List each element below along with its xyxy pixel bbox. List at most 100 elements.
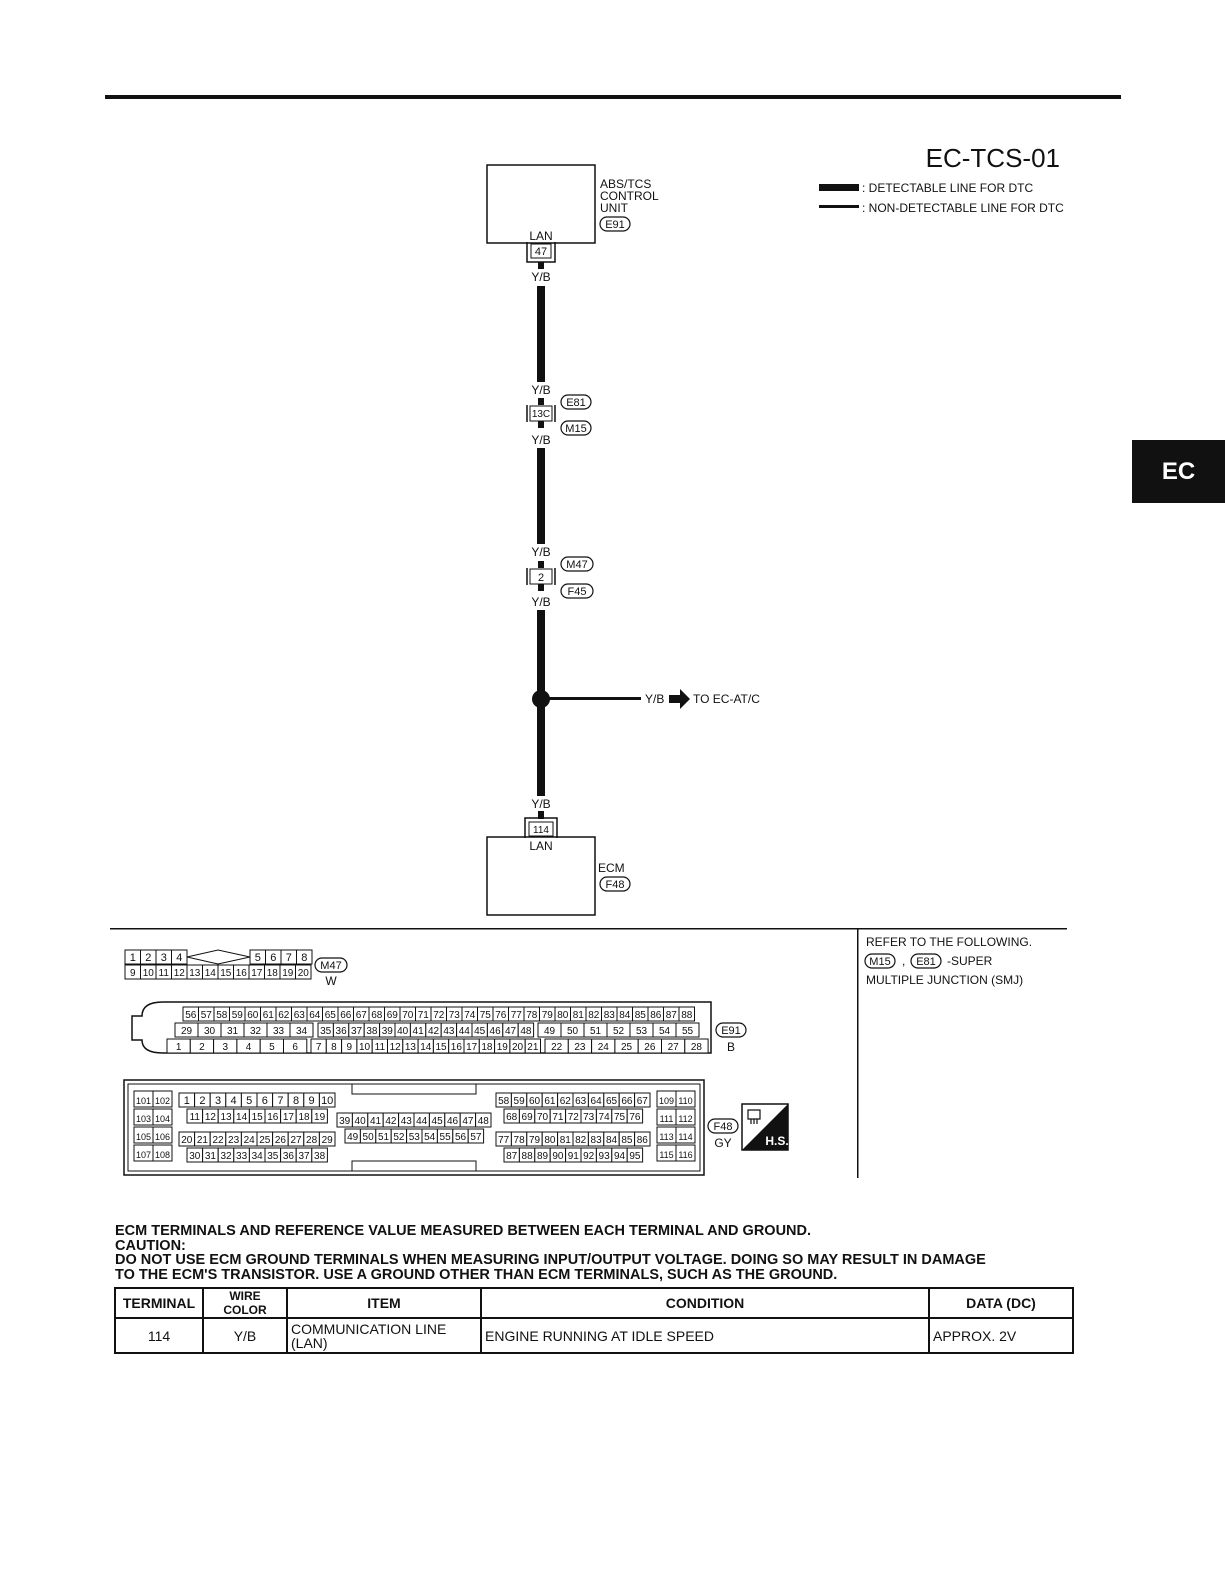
terminal-number: 94 — [614, 1151, 626, 1162]
terminal-number: 45 — [474, 1026, 486, 1037]
junction2-connector-a: M47 — [566, 559, 587, 571]
terminal-number: 87 — [506, 1151, 518, 1162]
terminal-number: 47 — [505, 1026, 517, 1037]
junction1-connector-b: M15 — [565, 423, 586, 435]
note-line: TO THE ECM'S TRANSISTOR. USE A GROUND OT… — [115, 1266, 838, 1283]
terminal-number: 32 — [250, 1026, 262, 1037]
terminal-number: 93 — [599, 1151, 611, 1162]
terminal-number: 42 — [428, 1026, 440, 1037]
terminal-number: 1 — [184, 1095, 190, 1107]
terminal-number: 78 — [526, 1010, 538, 1021]
terminal-number: 36 — [283, 1151, 295, 1162]
m47-connector-color: W — [325, 974, 337, 988]
terminal-number: 54 — [424, 1132, 436, 1143]
terminal-number: 41 — [370, 1116, 382, 1127]
terminal-number: 57 — [470, 1132, 482, 1143]
smj-note-line1: REFER TO THE FOLLOWING. — [866, 935, 1032, 949]
terminal-number: 69 — [522, 1112, 534, 1123]
wire-segment — [537, 286, 545, 382]
terminal-number: 56 — [455, 1132, 467, 1143]
wire-color-label: Y/B — [531, 797, 550, 811]
f48-connector-color: GY — [714, 1136, 731, 1150]
terminal-number: 53 — [636, 1026, 648, 1037]
terminal-number: 21 — [197, 1135, 209, 1146]
junction2-pin: 2 — [538, 572, 544, 584]
terminal-number: 61 — [544, 1096, 556, 1107]
wire-color-label: Y/B — [531, 433, 550, 447]
terminal-number: 51 — [378, 1132, 390, 1143]
terminal-number: 43 — [443, 1026, 455, 1037]
terminal-number: 50 — [567, 1026, 579, 1037]
terminal-number: 16 — [451, 1042, 463, 1053]
terminal-number: 2 — [199, 1095, 205, 1107]
terminal-number: 64 — [591, 1096, 603, 1107]
f48-latch-bottom — [351, 1160, 477, 1172]
abs-tcs-unit-box — [486, 164, 596, 244]
terminal-number: 32 — [220, 1151, 232, 1162]
terminal-number: 114 — [678, 1132, 692, 1142]
terminal-number: 76 — [495, 1010, 507, 1021]
terminal-number: 13 — [189, 968, 201, 979]
e91-connector-id: E91 — [721, 1025, 741, 1037]
terminal-number: 68 — [506, 1112, 518, 1123]
terminal-number: 76 — [629, 1112, 641, 1123]
terminal-number: 13 — [220, 1112, 232, 1123]
terminal-number: 20 — [298, 968, 310, 979]
terminal-number: 69 — [387, 1010, 399, 1021]
terminal-number: 103 — [136, 1114, 151, 1124]
terminal-number: 112 — [678, 1114, 692, 1124]
terminal-number: 9 — [346, 1042, 352, 1053]
terminal-number: 26 — [275, 1135, 287, 1146]
terminal-number: 110 — [678, 1096, 692, 1106]
terminal-number: 63 — [575, 1096, 587, 1107]
terminal-cavity — [311, 1108, 328, 1124]
terminal-number: 78 — [514, 1135, 526, 1146]
terminal-number: 66 — [621, 1096, 633, 1107]
terminal-number: 17 — [283, 1112, 295, 1123]
terminal-number: 80 — [544, 1135, 556, 1146]
terminal-number: 44 — [459, 1026, 471, 1037]
terminal-number: 55 — [440, 1132, 452, 1143]
terminal-number: 12 — [390, 1042, 402, 1053]
terminal-number: 36 — [336, 1026, 348, 1037]
terminal-number: 56 — [185, 1010, 197, 1021]
terminal-number: 12 — [174, 968, 186, 979]
terminal-number: 113 — [659, 1132, 673, 1142]
terminal-number: 39 — [339, 1116, 351, 1127]
terminal-number: 109 — [659, 1096, 674, 1106]
terminal-cavity — [675, 1108, 696, 1126]
terminal-cavity — [678, 1006, 695, 1022]
smj-suffix: -SUPER — [947, 954, 993, 968]
col-item: ITEM — [286, 1287, 482, 1319]
terminal-number: 9 — [309, 1095, 315, 1107]
terminal-number: 19 — [314, 1112, 326, 1123]
terminal-number: 75 — [480, 1010, 492, 1021]
harness-side-icon: H.S. — [741, 1103, 789, 1151]
junction2-connector-badge-a — [560, 556, 594, 572]
terminal-number: 82 — [575, 1135, 587, 1146]
smj-connector-a: M15 — [869, 956, 890, 968]
terminal-number: 18 — [267, 968, 279, 979]
wire-color-label: Y/B — [531, 270, 550, 284]
terminal-number: 16 — [267, 1112, 279, 1123]
terminal-cavity — [311, 1147, 328, 1163]
terminal-number: 63 — [294, 1010, 306, 1021]
terminal-number: 44 — [416, 1116, 428, 1127]
terminal-number: 8 — [293, 1095, 299, 1107]
terminal-number: 37 — [298, 1151, 310, 1162]
terminal-cavity — [675, 1126, 696, 1144]
note-line: CAUTION: — [115, 1237, 186, 1254]
terminal-number: 67 — [356, 1010, 368, 1021]
terminal-number: 74 — [599, 1112, 611, 1123]
col-terminal: TERMINAL — [114, 1287, 204, 1319]
cell-data: APPROX. 2V — [928, 1317, 1074, 1354]
terminal-number: 2 — [145, 952, 151, 964]
wire-color-label: Y/B — [531, 595, 550, 609]
terminal-cavity — [318, 1131, 336, 1147]
terminal-number: 45 — [432, 1116, 444, 1127]
terminal-number: 86 — [650, 1010, 662, 1021]
cell-item: COMMUNICATION LINE (LAN) — [286, 1317, 482, 1354]
terminal-number: 41 — [413, 1026, 425, 1037]
terminal-number: 108 — [155, 1150, 170, 1160]
